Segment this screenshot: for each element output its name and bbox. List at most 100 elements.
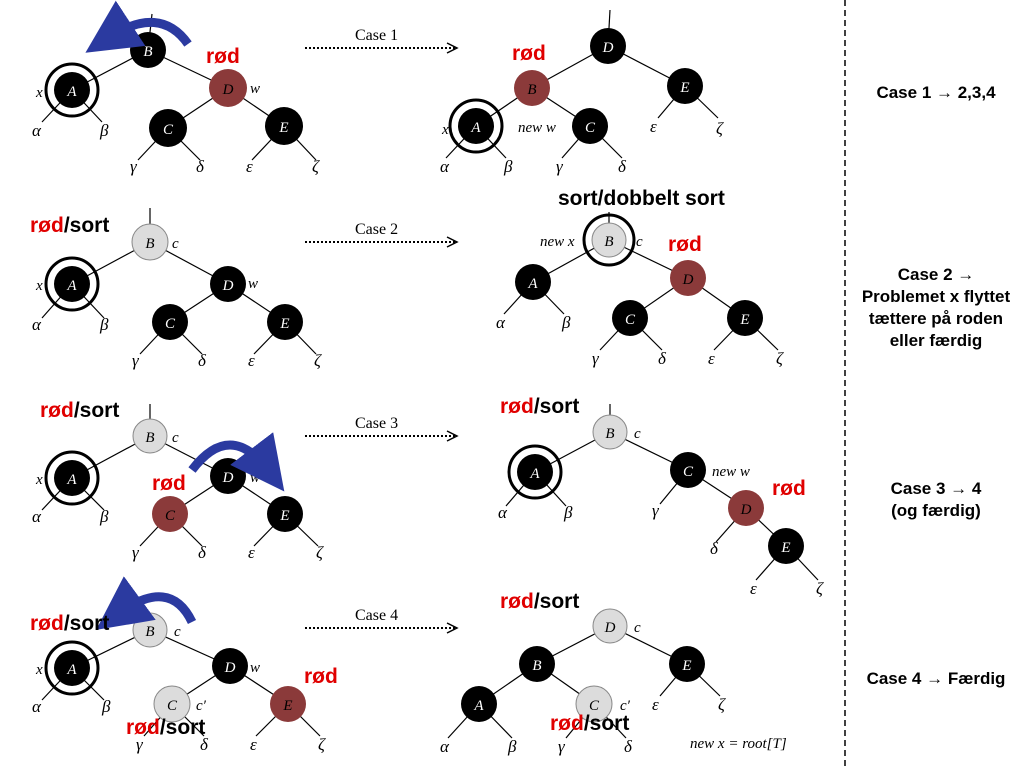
svg-text:ε: ε <box>250 735 257 754</box>
node-A <box>458 108 494 144</box>
node-C <box>575 685 613 723</box>
case2-right-red-label: rød <box>668 233 702 256</box>
svg-text:E: E <box>679 80 689 96</box>
svg-text:δ: δ <box>658 349 667 368</box>
svg-text:ζ: ζ <box>316 543 324 562</box>
case4-right-sort: /sort <box>534 590 580 613</box>
svg-text:E: E <box>279 316 289 332</box>
case3-left-sort: /sort <box>74 399 120 422</box>
case3-right-label: rød/sort <box>500 395 579 418</box>
case4-arrow <box>305 622 459 634</box>
svg-text:ε: ε <box>650 117 657 136</box>
case1-right-tree: D B E A C x α β γ δ ε ζ <box>440 9 724 176</box>
svg-text:B: B <box>145 236 154 252</box>
node-B <box>132 418 168 454</box>
svg-text:D: D <box>222 470 234 486</box>
node-B <box>591 222 627 258</box>
case4-right-C-sort: /sort <box>584 712 630 735</box>
svg-text:E: E <box>279 508 289 524</box>
node-A <box>54 72 90 108</box>
svg-text:β: β <box>99 121 109 140</box>
svg-text:E: E <box>739 312 749 328</box>
case2-left-sort: /sort <box>64 214 110 237</box>
svg-text:C: C <box>589 698 600 714</box>
case4-right-tree: D B E A C c c′ α β γ δ ε ζ <box>440 608 726 756</box>
case1-red-label: rød <box>206 45 240 68</box>
svg-text:γ: γ <box>130 157 138 176</box>
rotate-right-arrow <box>188 432 285 492</box>
svg-text:w: w <box>250 470 260 486</box>
svg-text:E: E <box>681 658 691 674</box>
svg-text:A: A <box>473 698 484 714</box>
svg-text:c: c <box>634 426 641 442</box>
svg-text:C: C <box>625 312 636 328</box>
svg-text:β: β <box>99 315 109 334</box>
svg-text:A: A <box>66 662 77 678</box>
case1-new-w: new w <box>518 120 556 136</box>
svg-text:B: B <box>145 624 154 640</box>
node-E <box>267 496 303 532</box>
svg-text:δ: δ <box>198 351 207 370</box>
svg-text:C: C <box>165 316 176 332</box>
case4-C-red: rød <box>126 716 160 739</box>
case2-caption: Case 2 → Problemet x flyttet tættere på … <box>848 264 1024 352</box>
node-E <box>768 528 804 564</box>
node-E <box>669 646 705 682</box>
svg-text:B: B <box>145 430 154 446</box>
svg-text:E: E <box>282 698 292 714</box>
svg-text:γ: γ <box>136 735 144 754</box>
svg-text:x: x <box>35 278 43 294</box>
svg-text:δ: δ <box>618 157 627 176</box>
svg-text:D: D <box>222 278 234 294</box>
node-x-ring <box>44 640 100 696</box>
case4-caption-text: Case 4 → Færdig <box>866 669 1006 688</box>
node-A <box>515 264 551 300</box>
svg-text:γ: γ <box>556 157 564 176</box>
node-A <box>54 460 90 496</box>
svg-text:B: B <box>604 234 613 250</box>
svg-text:α: α <box>32 315 42 334</box>
svg-text:C: C <box>163 122 174 138</box>
case4-C-label: rød/sort <box>126 716 205 739</box>
node-x-ring <box>44 450 100 506</box>
svg-text:γ: γ <box>592 349 600 368</box>
node-A <box>54 650 90 686</box>
svg-text:α: α <box>496 313 506 332</box>
case4-red-E-label: rød <box>304 665 338 688</box>
case2-arrow-label: Case 2 <box>355 221 398 238</box>
svg-text:ζ: ζ <box>718 695 726 714</box>
svg-text:w: w <box>250 81 260 97</box>
svg-text:C: C <box>585 120 596 136</box>
svg-text:α: α <box>32 507 42 526</box>
node-D <box>209 69 247 107</box>
case2-caption-line1: Case 2 → <box>897 265 975 284</box>
case2-caption-line3: tættere på roden <box>868 309 1004 328</box>
case4-arrow-label: Case 4 <box>355 607 398 624</box>
svg-text:ζ: ζ <box>314 351 322 370</box>
svg-text:δ: δ <box>200 735 209 754</box>
case2-sort-dobbelt: sort/dobbelt sort <box>558 187 725 210</box>
case3-right-tree: B A C D E c α β γ δ ε ζ <box>498 404 824 598</box>
case3-caption-line1: Case 3 → 4 <box>890 479 982 498</box>
svg-text:ε: ε <box>248 351 255 370</box>
svg-text:B: B <box>527 82 536 98</box>
svg-text:A: A <box>66 84 77 100</box>
svg-text:ε: ε <box>246 157 253 176</box>
case3-new-w: new w <box>712 464 750 480</box>
case1-right-red-label: rød <box>512 42 546 65</box>
svg-text:δ: δ <box>710 539 719 558</box>
case4-right-C-red: rød <box>550 712 584 735</box>
node-C <box>572 108 608 144</box>
case1-left-tree: B A D C E x w α β γ δ ε ζ <box>32 0 320 176</box>
case3-red-C-label: rød <box>152 472 186 495</box>
svg-text:ζ: ζ <box>816 579 824 598</box>
svg-text:β: β <box>101 697 111 716</box>
svg-text:α: α <box>32 121 42 140</box>
svg-text:C: C <box>165 508 176 524</box>
node-A <box>461 686 497 722</box>
svg-text:w: w <box>250 660 260 676</box>
svg-text:ε: ε <box>708 349 715 368</box>
node-B <box>131 223 169 261</box>
svg-text:B: B <box>143 44 152 60</box>
svg-text:D: D <box>224 660 236 676</box>
